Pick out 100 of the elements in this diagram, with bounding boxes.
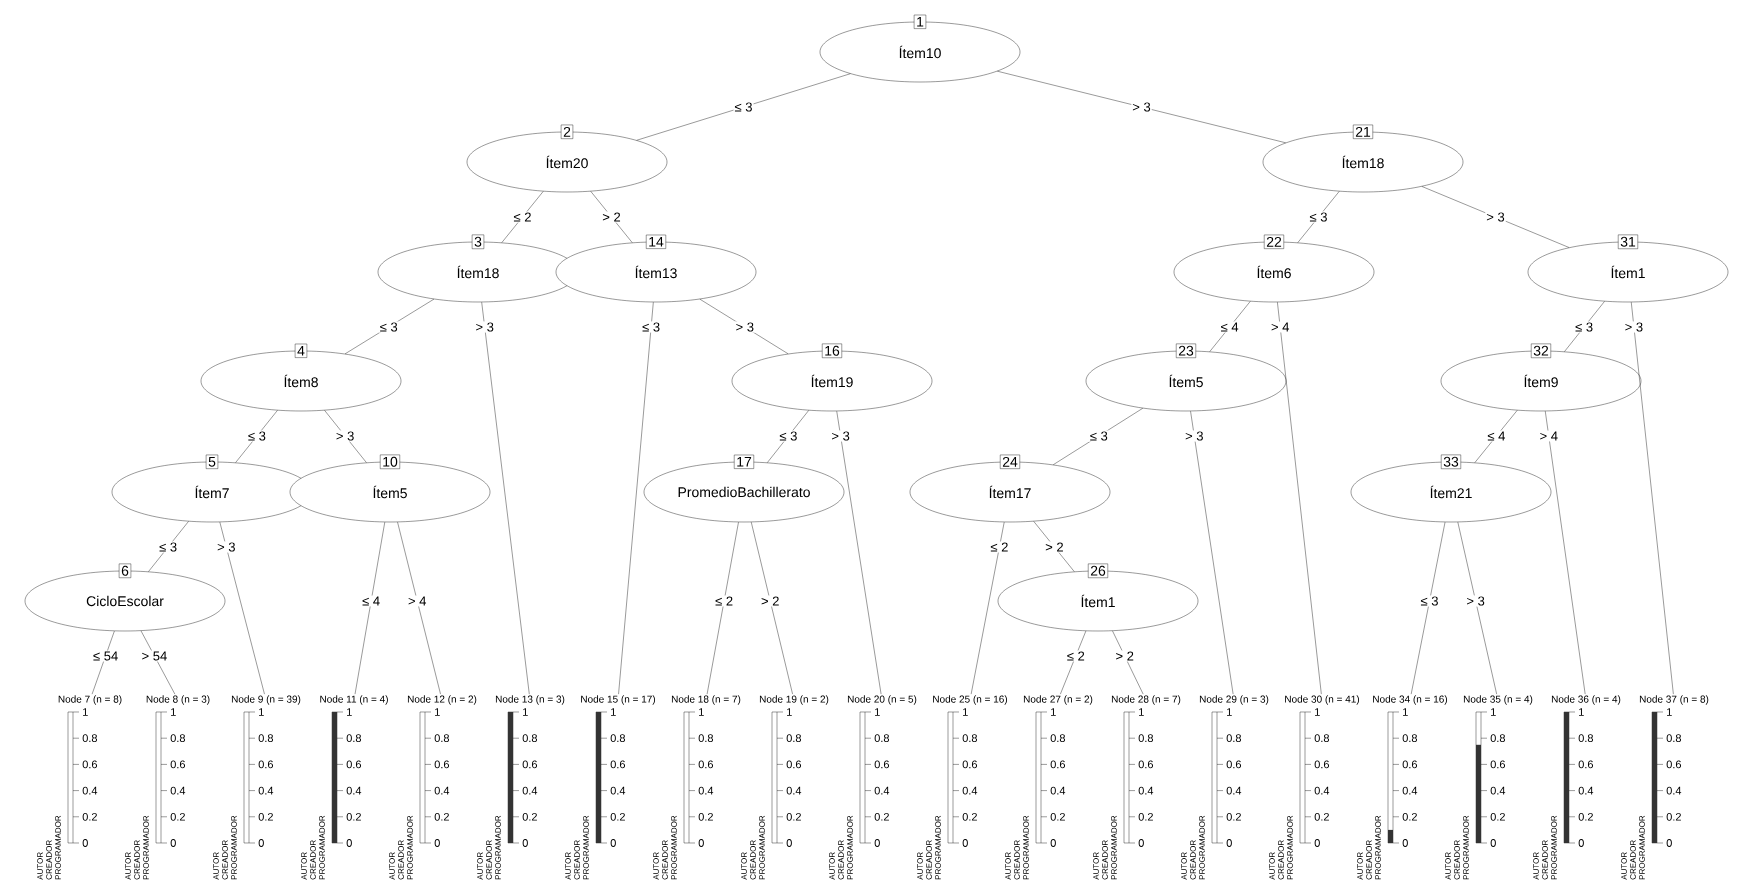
tick-label: 0.6 [1050,760,1065,769]
category-label: AUTOR [1181,852,1187,880]
category-label: CREADOR [398,840,404,880]
category-label: PROGRAMADOR [671,815,677,880]
tick-label: 0.6 [698,760,713,769]
edge-label: ≤ 4 [1219,321,1240,333]
tick-label: 0.6 [1402,760,1417,769]
tick-label: 0.2 [1490,812,1505,821]
tick-label: 0.8 [1314,734,1329,743]
tick-label: 0.8 [1226,734,1241,743]
tick-label: 0 [522,839,528,847]
tick-label: 0.2 [1578,812,1593,821]
tick-label: 1 [1139,708,1144,716]
tick-label: 0.4 [1490,786,1506,795]
tick-label: 0.4 [874,786,890,795]
category-label: AUTOR [37,852,43,880]
terminal-node-header: Node 18 (n = 7) [671,695,741,705]
tick-label: 0.2 [1226,812,1241,821]
category-label: CREADOR [662,840,668,880]
tick-label: 0.8 [1578,734,1593,743]
tick-label: 1 [1491,708,1496,716]
tick-label: 0 [698,839,704,847]
category-label: PROGRAMADOR [319,815,325,880]
split-node: Ítem18 3 [377,234,579,303]
tick-label: 0.6 [962,760,977,769]
branch-line [1631,302,1674,695]
terminal-node-header: Node 27 (n = 2) [1023,695,1093,705]
split-node: Ítem17 24 [909,454,1111,523]
split-node: Ítem1 26 [997,563,1199,632]
edge-label: ≤ 3 [778,430,799,442]
tick-label: 0 [258,839,264,847]
tick-label: 0.6 [1578,760,1593,769]
tick-label: 0.8 [522,734,537,743]
tick-label: 1 [963,708,968,716]
category-label: PROGRAMADOR [935,815,941,880]
branch-line [1297,191,1340,243]
terminal-node-header: Node 20 (n = 5) [847,695,917,705]
tick-label: 0.8 [1490,734,1505,743]
branch-line [481,302,530,695]
category-label: CREADOR [926,840,932,880]
tick-label: 0 [1402,839,1408,847]
category-label: PROGRAMADOR [1199,815,1205,880]
category-label: AUTOR [1533,852,1539,880]
tick-label: 0 [1050,839,1056,847]
tick-label: 0 [170,839,176,847]
tick-label: 0 [1666,839,1672,847]
tick-label: 0 [1226,839,1232,847]
tick-label: 0.6 [434,760,449,769]
tick-label: 1 [699,708,704,716]
tick-label: 0.2 [786,812,801,821]
branch-line [354,521,385,695]
category-label: AUTOR [213,852,219,880]
tick-label: 0.6 [1226,760,1241,769]
tick-label: 0.2 [82,812,97,821]
terminal-node-header: Node 30 (n = 41) [1285,695,1360,705]
tick-label: 0.4 [434,786,450,795]
category-label: CREADOR [1190,840,1196,880]
tick-label: 1 [787,708,792,716]
branch-line [997,71,1286,143]
tick-label: 0.4 [962,786,978,795]
category-label: AUTOR [125,852,131,880]
tick-label: 1 [259,708,264,716]
edge-label: > 3 [1465,595,1486,607]
tick-label: 0.8 [698,734,713,743]
tick-label: 0 [610,839,616,847]
tick-label: 0.4 [1314,786,1330,795]
split-node: Ítem21 33 [1350,454,1552,523]
tick-label: 0.6 [82,760,97,769]
branch-line [590,191,633,243]
branch-line [1457,521,1497,695]
edge-label: > 54 [140,650,169,662]
edge-label: ≤ 3 [733,101,754,113]
tick-label: 0 [1490,839,1496,847]
terminal-node-header: Node 37 (n = 8) [1639,695,1709,705]
category-label: CREADOR [1102,840,1108,880]
terminal-node-header: Node 28 (n = 7) [1111,695,1181,705]
tick-label: 0.4 [1138,786,1154,795]
edge-label: ≤ 2 [714,595,735,607]
tick-label: 0.8 [170,734,185,743]
tick-label: 0.6 [786,760,801,769]
edge-label: > 3 [1131,101,1152,113]
branch-line [1474,410,1518,463]
tick-label: 0.8 [258,734,273,743]
tick-label: 0.4 [786,786,802,795]
branch-line [344,298,435,355]
category-label: AUTOR [565,852,571,880]
category-label: PROGRAMADOR [1639,815,1645,880]
branch-line [1190,410,1234,695]
category-label: PROGRAMADOR [1375,815,1381,880]
branch-line [219,521,265,695]
category-label: AUTOR [389,852,395,880]
tick-label: 0.8 [346,734,361,743]
edge-label: > 3 [830,430,851,442]
split-node: Ítem13 14 [555,234,757,303]
category-label: CREADOR [838,840,844,880]
tick-label: 1 [347,708,352,716]
split-node: Ítem20 2 [466,124,668,193]
terminal-node-header: Node 34 (n = 16) [1373,695,1448,705]
tick-label: 0.8 [1050,734,1065,743]
tick-label: 1 [611,708,616,716]
